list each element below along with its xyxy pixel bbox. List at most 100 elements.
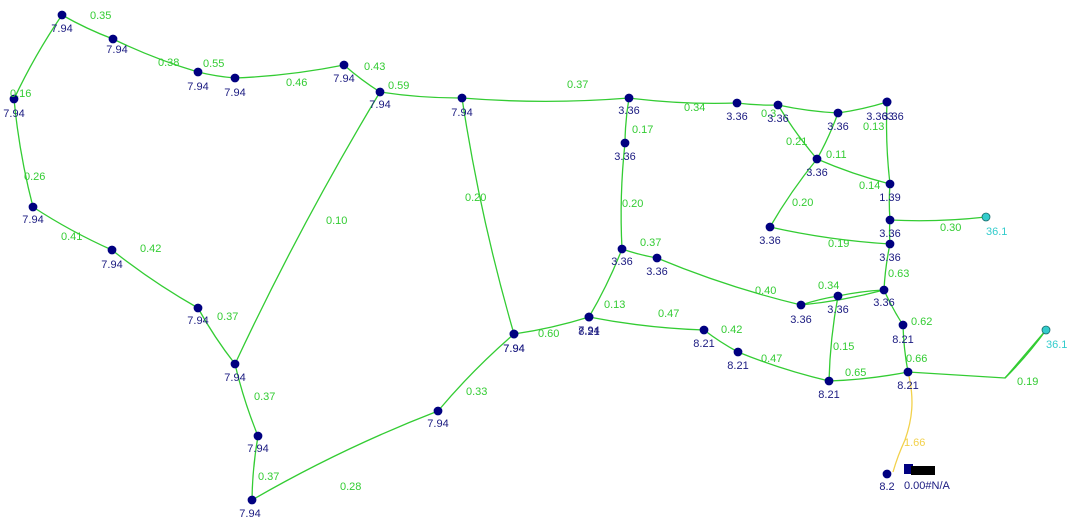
pipe[interactable] [736, 102, 779, 106]
pipe[interactable] [828, 295, 839, 382]
pipe-flow-label: 0.37 [258, 471, 279, 483]
pipe[interactable] [234, 64, 345, 79]
pipe[interactable] [800, 289, 885, 306]
pipe[interactable] [588, 316, 705, 331]
junction-node[interactable] [885, 239, 895, 249]
pipe[interactable] [197, 307, 236, 365]
junction-node[interactable] [433, 406, 443, 416]
junction-pressure-label: 7.94 [224, 87, 245, 99]
junction-node[interactable] [230, 359, 240, 369]
pipe[interactable] [437, 333, 515, 412]
junction-node[interactable] [230, 73, 240, 83]
pipe-flow-label: 0.20 [792, 197, 813, 209]
pipe[interactable] [769, 226, 891, 245]
reservoir-node[interactable] [981, 212, 991, 222]
pump-pipe[interactable] [892, 371, 913, 473]
pipe[interactable] [769, 158, 818, 228]
junction-node[interactable] [193, 303, 203, 313]
junction-node[interactable] [699, 325, 709, 335]
pipe[interactable] [461, 97, 515, 335]
junction-node[interactable] [885, 179, 895, 189]
junction-pressure-label: 1.39 [879, 192, 900, 204]
junction-node[interactable] [652, 253, 662, 263]
junction-pressure-label: 3.36 [879, 252, 900, 264]
pipe[interactable] [656, 257, 802, 306]
junction-node[interactable] [624, 93, 634, 103]
pipe[interactable] [816, 158, 891, 185]
junction-pressure-label: 7.94 [106, 44, 127, 56]
junction-node[interactable] [812, 154, 822, 164]
junction-node[interactable] [28, 202, 38, 212]
pipe[interactable] [234, 91, 381, 365]
junction-node[interactable] [247, 495, 257, 505]
pipe[interactable] [828, 371, 909, 382]
pipe[interactable] [112, 38, 199, 73]
pipe[interactable] [737, 351, 830, 382]
junction-node[interactable] [339, 60, 349, 70]
pipe[interactable] [620, 142, 626, 250]
junction-node[interactable] [882, 97, 892, 107]
pipe-flow-label: 0.43 [364, 61, 385, 73]
junction-pressure-label: 7.94 [503, 343, 524, 355]
junction-node[interactable] [620, 138, 630, 148]
junction-node[interactable] [9, 94, 19, 104]
junction-node[interactable] [732, 98, 742, 108]
junction-node[interactable] [584, 312, 594, 322]
pipe[interactable] [251, 435, 259, 501]
junction-node[interactable] [253, 431, 263, 441]
pipe-flow-label: 0.37 [640, 237, 661, 249]
pipe-flow-label: 0.21 [786, 136, 807, 148]
pipe[interactable] [907, 329, 1047, 379]
junction-node[interactable] [193, 67, 203, 77]
pipe[interactable] [32, 206, 113, 251]
junction-node[interactable] [57, 10, 67, 20]
junction-node[interactable] [617, 244, 627, 254]
pipe[interactable] [513, 316, 590, 335]
junction-node[interactable] [833, 291, 843, 301]
pipe-flow-label: 0.34 [818, 280, 839, 292]
pipe[interactable] [588, 248, 623, 318]
junction-node[interactable] [885, 215, 895, 225]
pipe[interactable] [13, 14, 63, 100]
junction-node[interactable] [375, 87, 385, 97]
pipe[interactable] [197, 71, 236, 79]
pipe[interactable] [889, 216, 987, 222]
pump[interactable]: 0.00#N/A [904, 464, 951, 492]
junction-node[interactable] [898, 320, 908, 330]
junction-node[interactable] [796, 300, 806, 310]
pipe-segment[interactable] [885, 101, 891, 185]
junction-pressure-label: 7.94 [239, 508, 260, 520]
pipe[interactable] [13, 98, 34, 208]
junction-node[interactable] [773, 100, 783, 110]
junction-node[interactable] [733, 347, 743, 357]
pipe[interactable] [883, 243, 891, 291]
pipe[interactable] [777, 104, 818, 160]
pipe[interactable] [1004, 329, 1047, 379]
junction-node[interactable] [509, 329, 519, 339]
junction-node[interactable] [107, 245, 117, 255]
junction-node[interactable] [833, 108, 843, 118]
junction-node[interactable] [824, 376, 834, 386]
junction-pressure-label: 7.94 [427, 418, 448, 430]
reservoir-node[interactable] [1041, 325, 1051, 335]
pump-icon[interactable] [904, 464, 913, 474]
junction-node[interactable] [765, 222, 775, 232]
junction-node[interactable] [879, 285, 889, 295]
pipe-flow-label: 0.47 [658, 308, 679, 320]
pipe[interactable] [379, 91, 463, 99]
pipe[interactable] [61, 14, 114, 40]
junction-node[interactable] [108, 34, 118, 44]
pipe[interactable] [461, 97, 630, 102]
pipe[interactable] [111, 249, 199, 309]
junction-pressure-label: 7.94 [3, 108, 24, 120]
junction-node[interactable] [457, 93, 467, 103]
pipe[interactable] [251, 410, 439, 501]
pipe[interactable] [628, 97, 738, 105]
junction-pressure-label: 7.94 [187, 81, 208, 93]
pipe-segment[interactable] [777, 104, 839, 114]
junction-node[interactable] [882, 469, 892, 479]
junction-node[interactable] [903, 367, 913, 377]
pipe-flow-label: 0.20 [465, 192, 486, 204]
pipe-flow-label: 0.19 [828, 238, 849, 250]
pipe[interactable] [234, 363, 259, 437]
